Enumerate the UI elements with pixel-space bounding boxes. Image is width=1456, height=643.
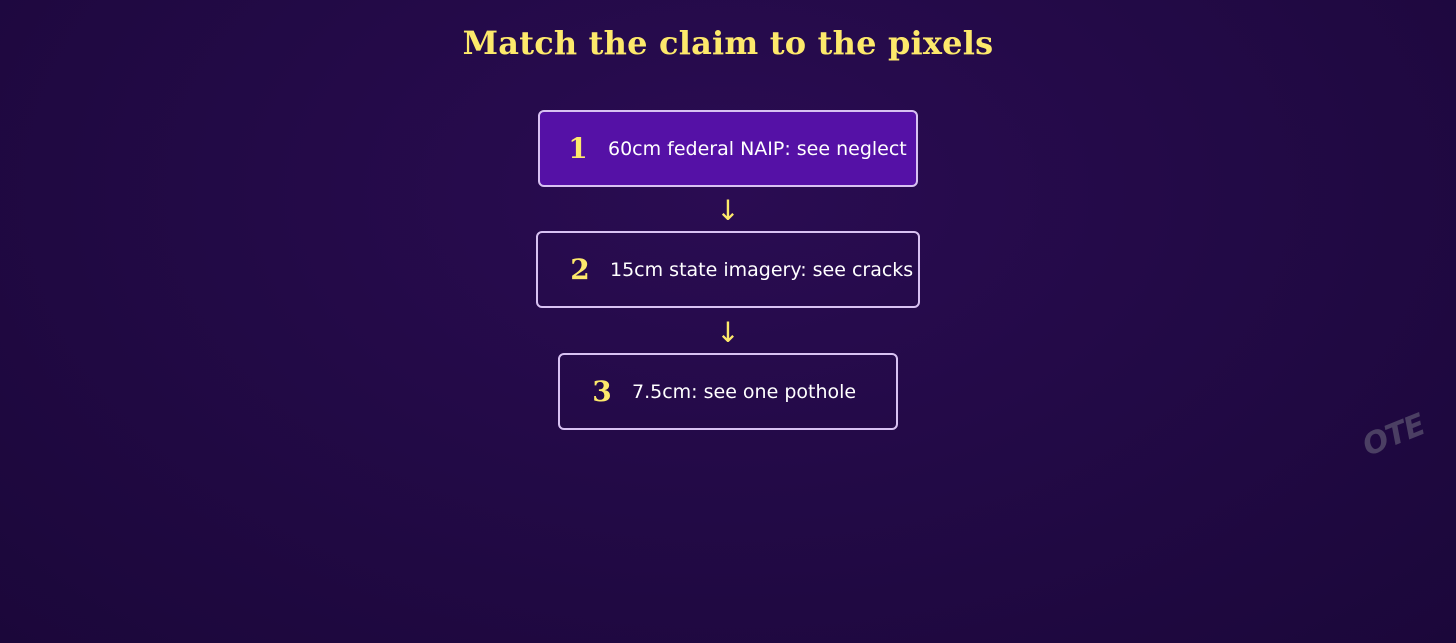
step-number-2: 2 [570, 253, 590, 286]
diagram-title: Match the claim to the pixels [462, 24, 994, 62]
arrow-down-icon: ↓ [716, 194, 740, 227]
arrow-down-icon: ↓ [716, 316, 740, 349]
step-box-2: 2 15cm state imagery: see cracks [536, 231, 920, 308]
step-box-3: 3 7.5cm: see one pothole [558, 353, 898, 430]
watermark-logo: OTE [1357, 407, 1430, 464]
step-label-2: 15cm state imagery: see cracks [610, 258, 914, 281]
step-box-1: 1 60cm federal NAIP: see neglect [538, 110, 918, 187]
step-label-3: 7.5cm: see one pothole [632, 380, 857, 403]
step-number-1: 1 [568, 132, 588, 165]
step-label-1: 60cm federal NAIP: see neglect [608, 137, 907, 160]
step-number-3: 3 [592, 375, 612, 408]
